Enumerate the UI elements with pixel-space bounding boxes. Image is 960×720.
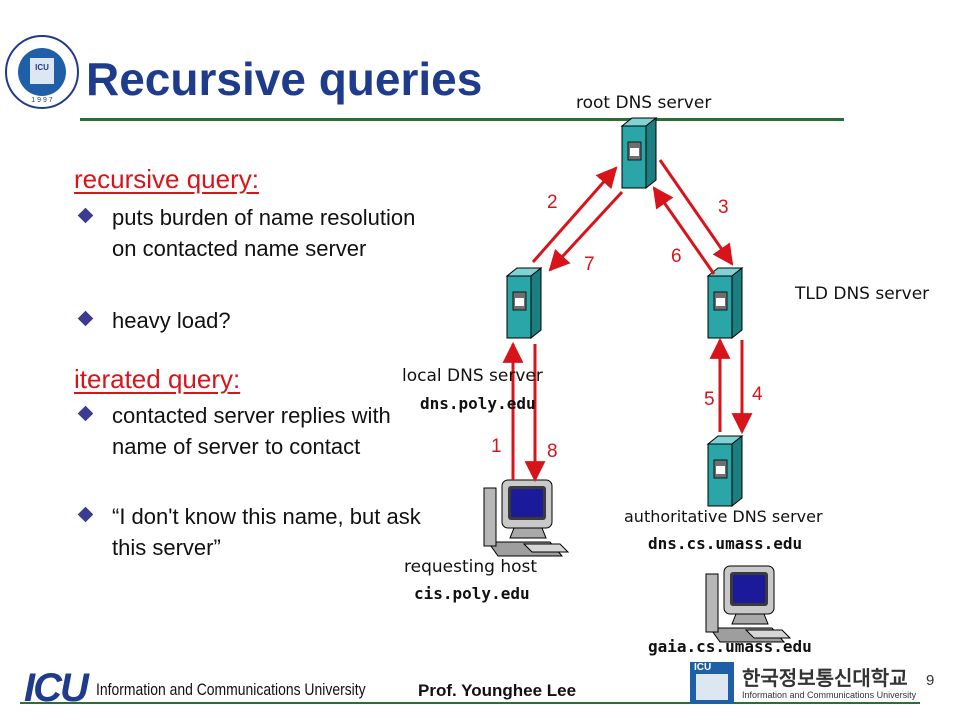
local-dns-server-host: dns.poly.edu — [420, 394, 536, 413]
iterated-bullet-2: “I don't know this name, but ask this se… — [77, 501, 422, 563]
arrow-step-6 — [652, 186, 716, 275]
step-label-7: 7 — [584, 254, 595, 275]
footer-icu-logo: ICU — [24, 666, 89, 710]
arrow-step-2 — [531, 166, 618, 263]
recursive-bullet-2: heavy load? — [77, 305, 422, 336]
korean-university-name: 한국정보통신대학교 — [742, 666, 908, 690]
slide-title: Recursive queries — [86, 53, 483, 105]
iterated-query-heading: iterated query: — [74, 364, 241, 394]
target-host-computer-icon — [705, 565, 791, 643]
root-dns-server-label: root DNS server — [576, 93, 712, 113]
requesting-host-label: requesting host — [404, 557, 538, 577]
footer-author: Prof. Younghee Lee — [418, 681, 577, 700]
page-number: 9 — [926, 672, 935, 689]
root-dns-server-icon — [621, 117, 657, 189]
authoritative-dns-server-icon — [707, 435, 743, 507]
footer-rule — [20, 702, 920, 704]
tld-dns-server-icon — [707, 267, 743, 339]
step-label-1: 1 — [491, 436, 502, 457]
step-label-4: 4 — [752, 384, 763, 405]
title-rule — [80, 118, 844, 121]
step-label-3: 3 — [718, 197, 729, 218]
footer-korean-logo: ICU 한국정보통신대학교 Information and Communicat… — [688, 660, 920, 706]
step-label-8: 8 — [547, 441, 558, 462]
authoritative-dns-server-host: dns.cs.umass.edu — [648, 534, 803, 553]
step-label-2: 2 — [547, 192, 558, 213]
svg-text:1 9 9 7: 1 9 9 7 — [31, 97, 53, 104]
svg-text:ICU: ICU — [35, 63, 49, 72]
arrow-step-3 — [658, 159, 734, 266]
local-dns-server-label: local DNS server — [402, 366, 543, 386]
requesting-host-computer-icon — [483, 479, 569, 557]
university-seal-logo: ICU 1 9 9 7 — [4, 34, 80, 110]
recursive-query-heading: recursive query: — [74, 164, 259, 194]
target-host-name: gaia.cs.umass.edu — [648, 637, 812, 656]
requesting-host-name: cis.poly.edu — [414, 584, 530, 603]
authoritative-dns-server-label: authoritative DNS server — [624, 507, 823, 526]
tld-dns-server-label: TLD DNS server — [795, 284, 930, 304]
iterated-bullet-1: contacted server replies with name of se… — [77, 400, 422, 462]
step-label-6: 6 — [671, 246, 682, 267]
step-label-5: 5 — [704, 389, 715, 410]
footer-university-name: Information and Communications Universit… — [96, 680, 366, 699]
local-dns-server-icon — [506, 267, 542, 339]
korean-logo-english: Information and Communications Universit… — [742, 690, 917, 700]
arrow-step-7 — [548, 190, 624, 272]
recursive-bullet-1: puts burden of name resolution on contac… — [77, 202, 422, 264]
korean-logo-badge: ICU — [694, 662, 712, 673]
